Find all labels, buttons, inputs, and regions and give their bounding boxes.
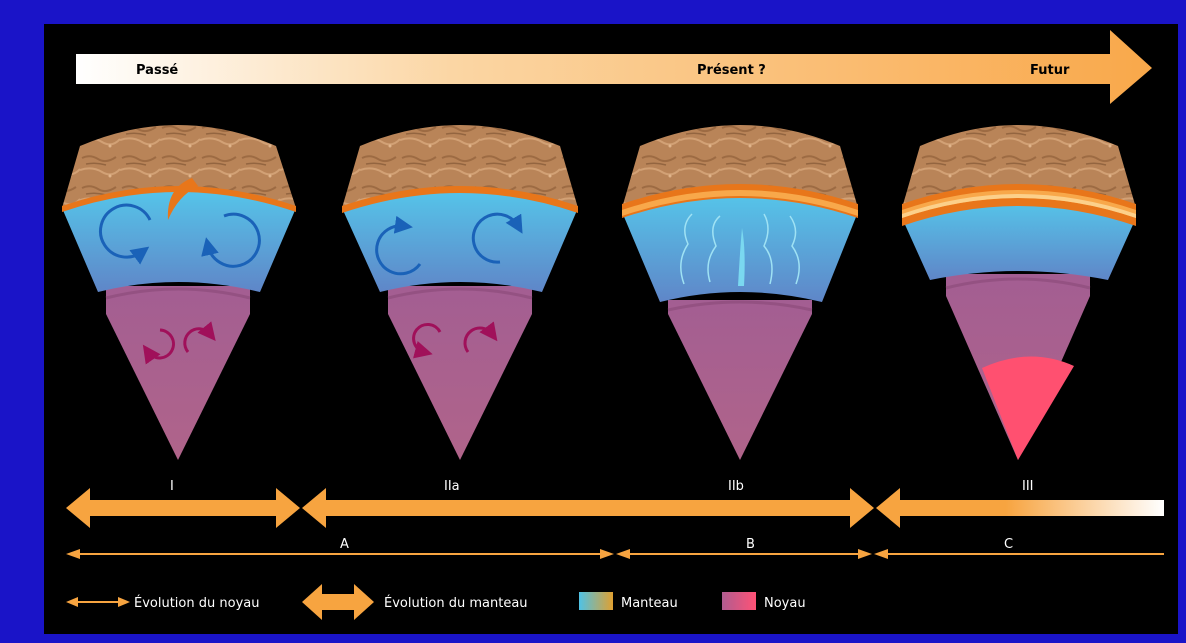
stage-label-1: I [170,479,174,494]
planet-section-stage-1 [62,125,296,460]
stage-label-2a: IIa [444,479,460,494]
time-label-present: Présent ? [697,63,766,78]
mantle-arrow-3 [876,488,1164,528]
time-label-future: Futur [1030,63,1070,78]
core-arrow-c [874,549,1164,559]
core-layer [668,300,812,460]
planet-section-stage-2a [342,125,578,460]
legend-mantle-evolution-icon [302,584,374,620]
core-layer [388,286,532,460]
phase-label-b: B [746,537,755,552]
planet-section-stage-2b [622,125,858,460]
mantle-evolution-arrows [66,488,1164,528]
stage-label-2b: IIb [728,479,744,494]
time-arrow: Passé Présent ? Futur [76,30,1152,104]
mantle-arrow-2 [302,488,874,528]
time-label-past: Passé [136,63,178,78]
stage-label-3: III [1022,479,1034,494]
phase-label-a: A [340,537,349,552]
core-evolution-arrows [66,549,1164,559]
mantle-arrow-1 [66,488,300,528]
core-arrow-b [616,549,872,559]
legend: Évolution du noyau Évolution du manteau … [66,584,806,620]
legend-core-evolution-icon [66,597,130,607]
legend-mantle-label: Manteau [621,596,678,611]
legend-core-label: Noyau [764,596,806,611]
legend-mantle-evolution-label: Évolution du manteau [384,595,528,611]
planet-section-stage-3 [902,125,1136,460]
legend-core-swatch [722,592,756,610]
legend-mantle-swatch [579,592,613,610]
phase-label-c: C [1004,537,1013,552]
core-layer [106,286,250,460]
legend-core-evolution-label: Évolution du noyau [134,595,259,611]
